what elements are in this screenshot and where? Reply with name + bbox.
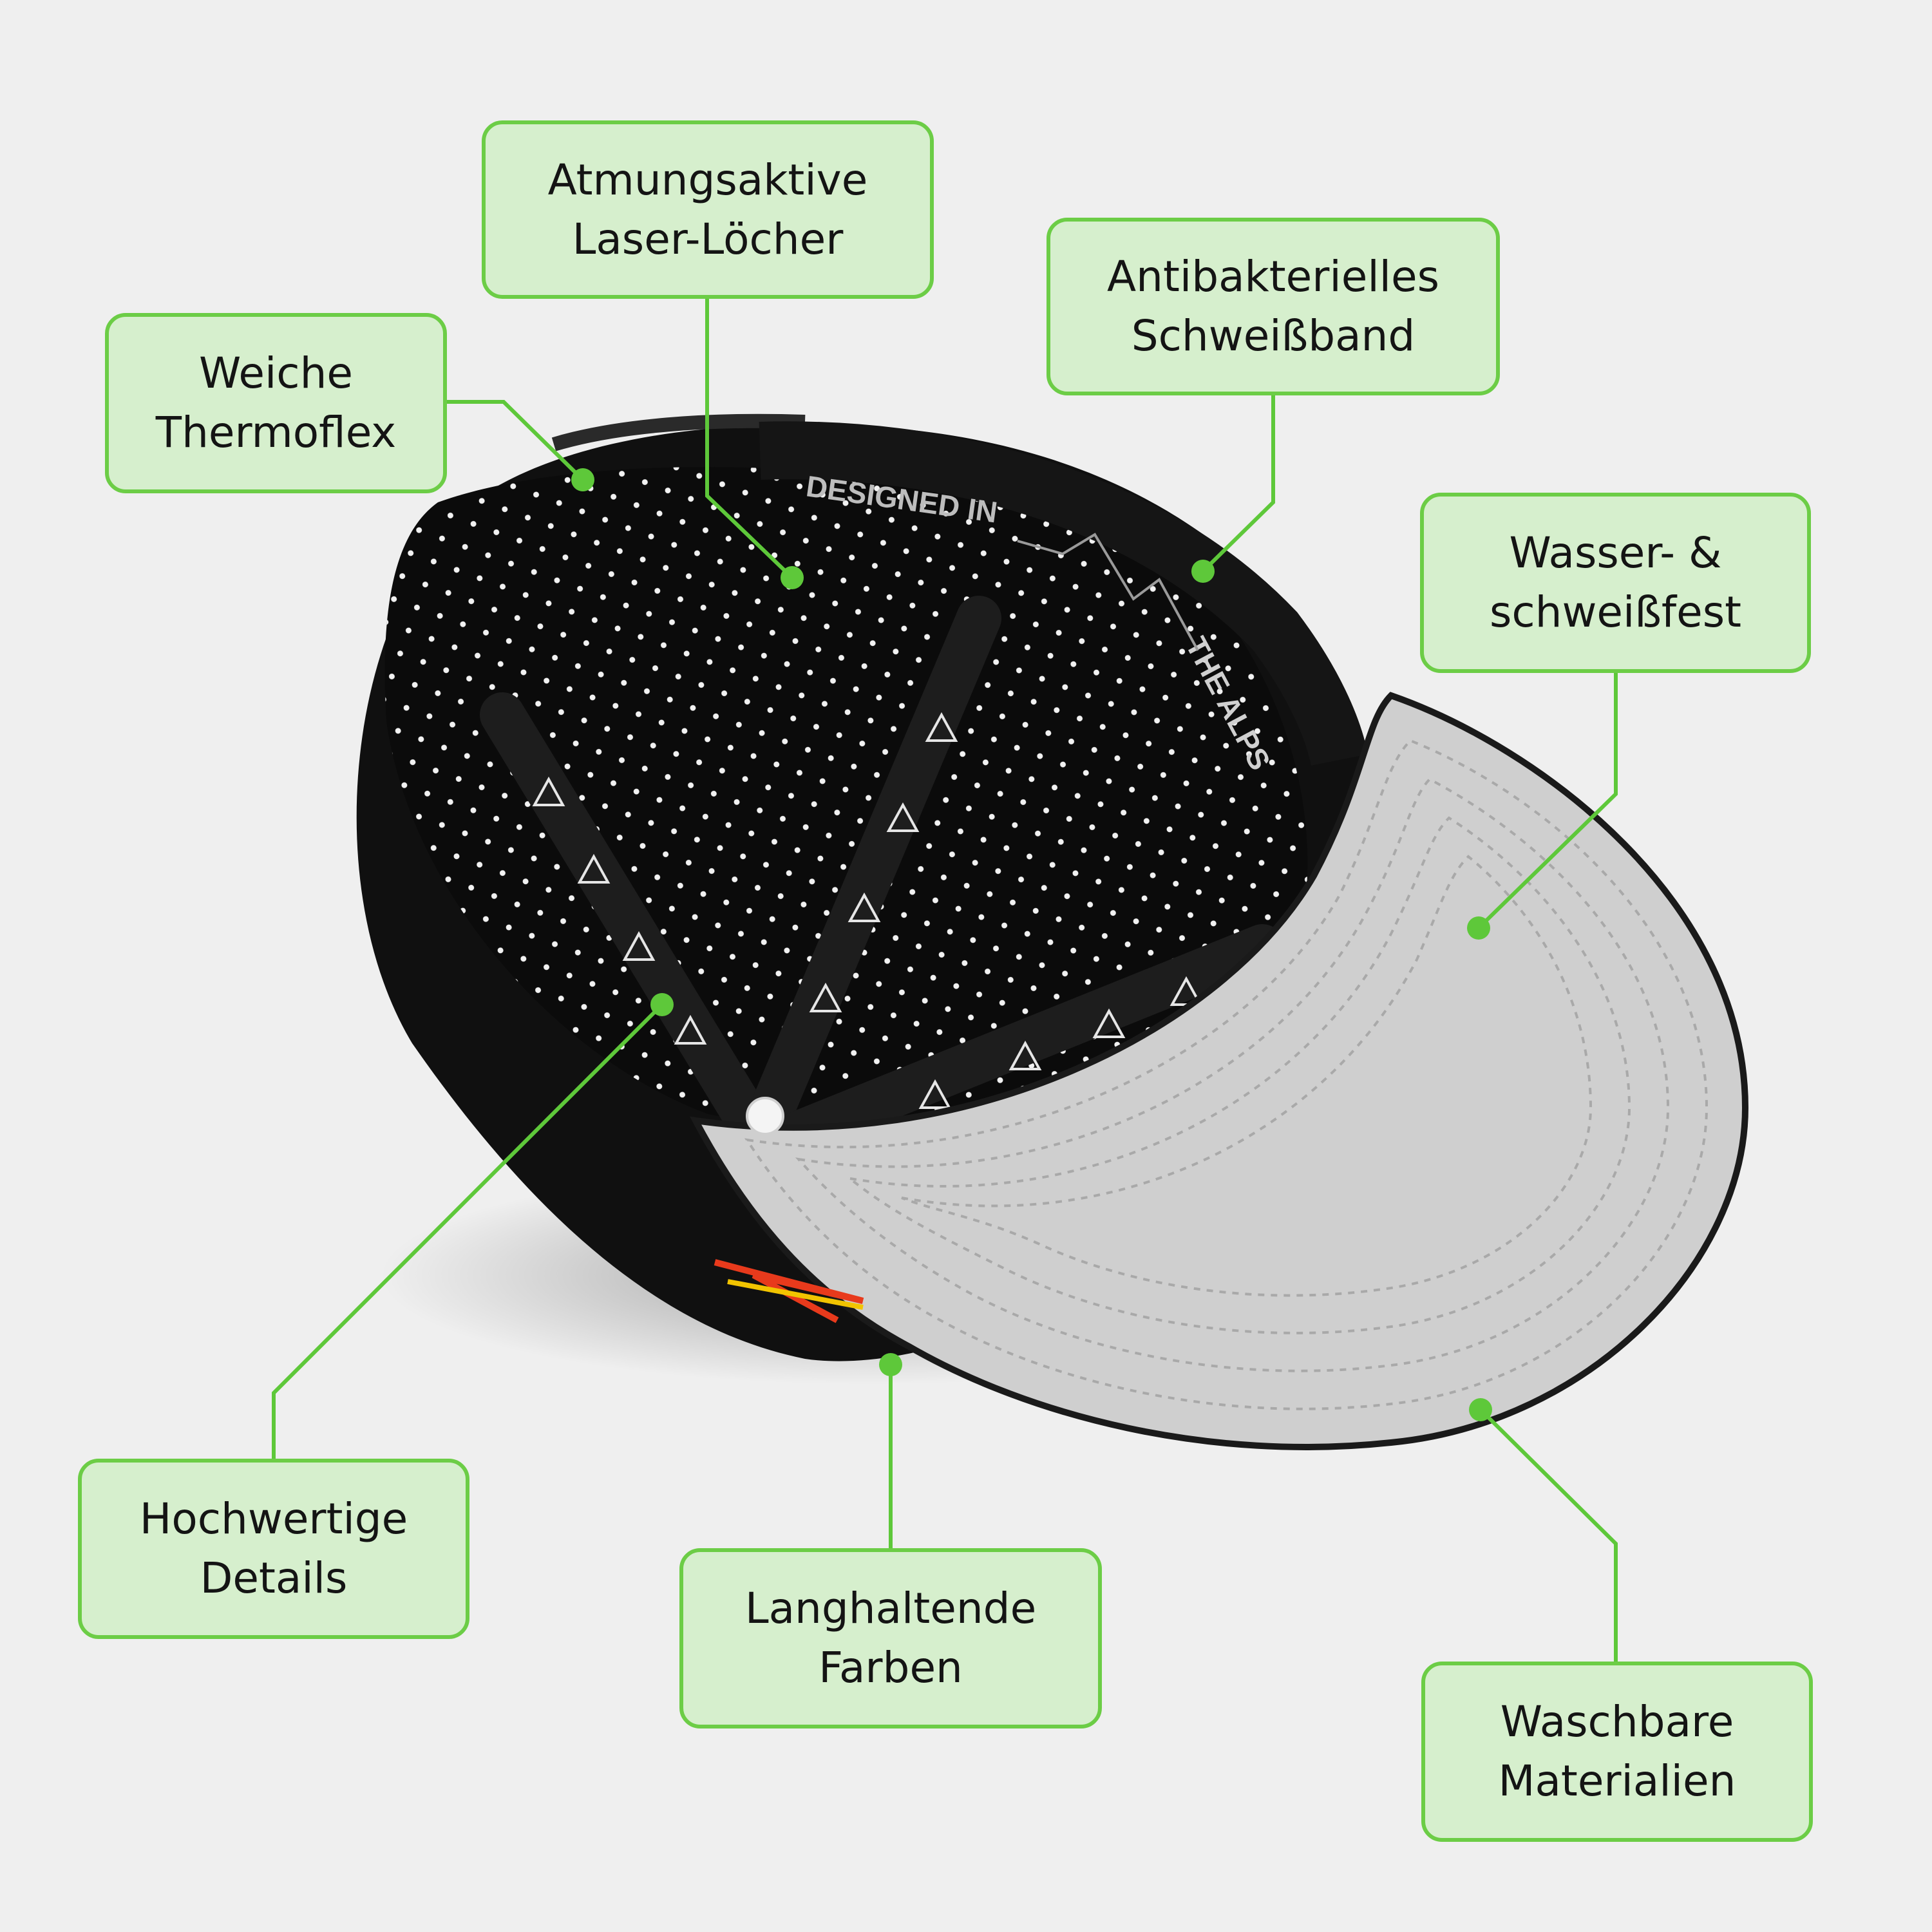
side-emblem-stripe xyxy=(727,1279,864,1310)
callout-farben-line2: Farben xyxy=(819,1643,963,1692)
brim-stitching xyxy=(744,739,1709,1410)
callout-atmungsaktiv: Atmungsaktive Laser-Löcher xyxy=(482,120,934,299)
thermoflex-band xyxy=(551,413,806,451)
callout-thermoflex-line1: Weiche xyxy=(198,348,354,398)
callout-atmungsaktiv-line1: Atmungsaktive xyxy=(547,155,868,205)
dot-waschbar xyxy=(1469,1398,1492,1421)
callout-wasserfest-line1: Wasser- & xyxy=(1509,528,1722,578)
cap-brim xyxy=(689,692,1749,1450)
seam-tape-center xyxy=(750,596,1001,1130)
callout-atmungsaktiv-line2: Laser-Löcher xyxy=(572,214,844,264)
callout-details-line2: Details xyxy=(200,1553,348,1603)
callout-waschbar-line2: Materialien xyxy=(1498,1756,1736,1806)
leader-thermoflex xyxy=(444,400,585,482)
dot-details xyxy=(650,993,674,1016)
callout-waschbar-line1: Waschbare xyxy=(1500,1697,1734,1747)
leader-wasserfest xyxy=(1477,673,1618,930)
leader-waschbar xyxy=(1479,1408,1618,1665)
side-emblem xyxy=(714,1259,864,1323)
leader-antibakteriell xyxy=(1201,395,1275,573)
callout-wasserfest-line2: schweißfest xyxy=(1489,587,1742,637)
callout-farben: Langhaltende Farben xyxy=(679,1548,1102,1728)
dot-farben xyxy=(879,1353,902,1376)
callout-antibakteriell-line1: Antibakterielles xyxy=(1107,252,1439,301)
leader-details xyxy=(272,1003,664,1460)
callout-antibakteriell-line2: Schweißband xyxy=(1131,311,1416,361)
callout-waschbar: Waschbare Materialien xyxy=(1421,1662,1813,1842)
callout-antibakteriell: Antibakterielles Schweißband xyxy=(1046,218,1500,395)
leader-lines xyxy=(272,299,1618,1665)
mountain-outline xyxy=(1017,533,1199,651)
dot-wasserfest xyxy=(1467,916,1490,940)
dot-thermoflex xyxy=(571,468,594,491)
callout-wasserfest: Wasser- & schweißfest xyxy=(1420,493,1811,673)
dot-antibakteriell xyxy=(1191,560,1215,583)
callout-details-line1: Hochwertige xyxy=(139,1494,408,1544)
callout-thermoflex: Weiche Thermoflex xyxy=(105,313,447,493)
leader-dots xyxy=(571,468,1492,1421)
dot-atmungsaktiv xyxy=(781,566,804,589)
callout-details: Hochwertige Details xyxy=(78,1459,469,1639)
seam-tape-right xyxy=(776,924,1285,1156)
top-snap-button xyxy=(746,1097,784,1135)
callout-farben-line1: Langhaltende xyxy=(744,1584,1037,1633)
callout-thermoflex-line2: Thermoflex xyxy=(155,408,397,457)
leader-atmungsaktiv xyxy=(705,299,794,580)
